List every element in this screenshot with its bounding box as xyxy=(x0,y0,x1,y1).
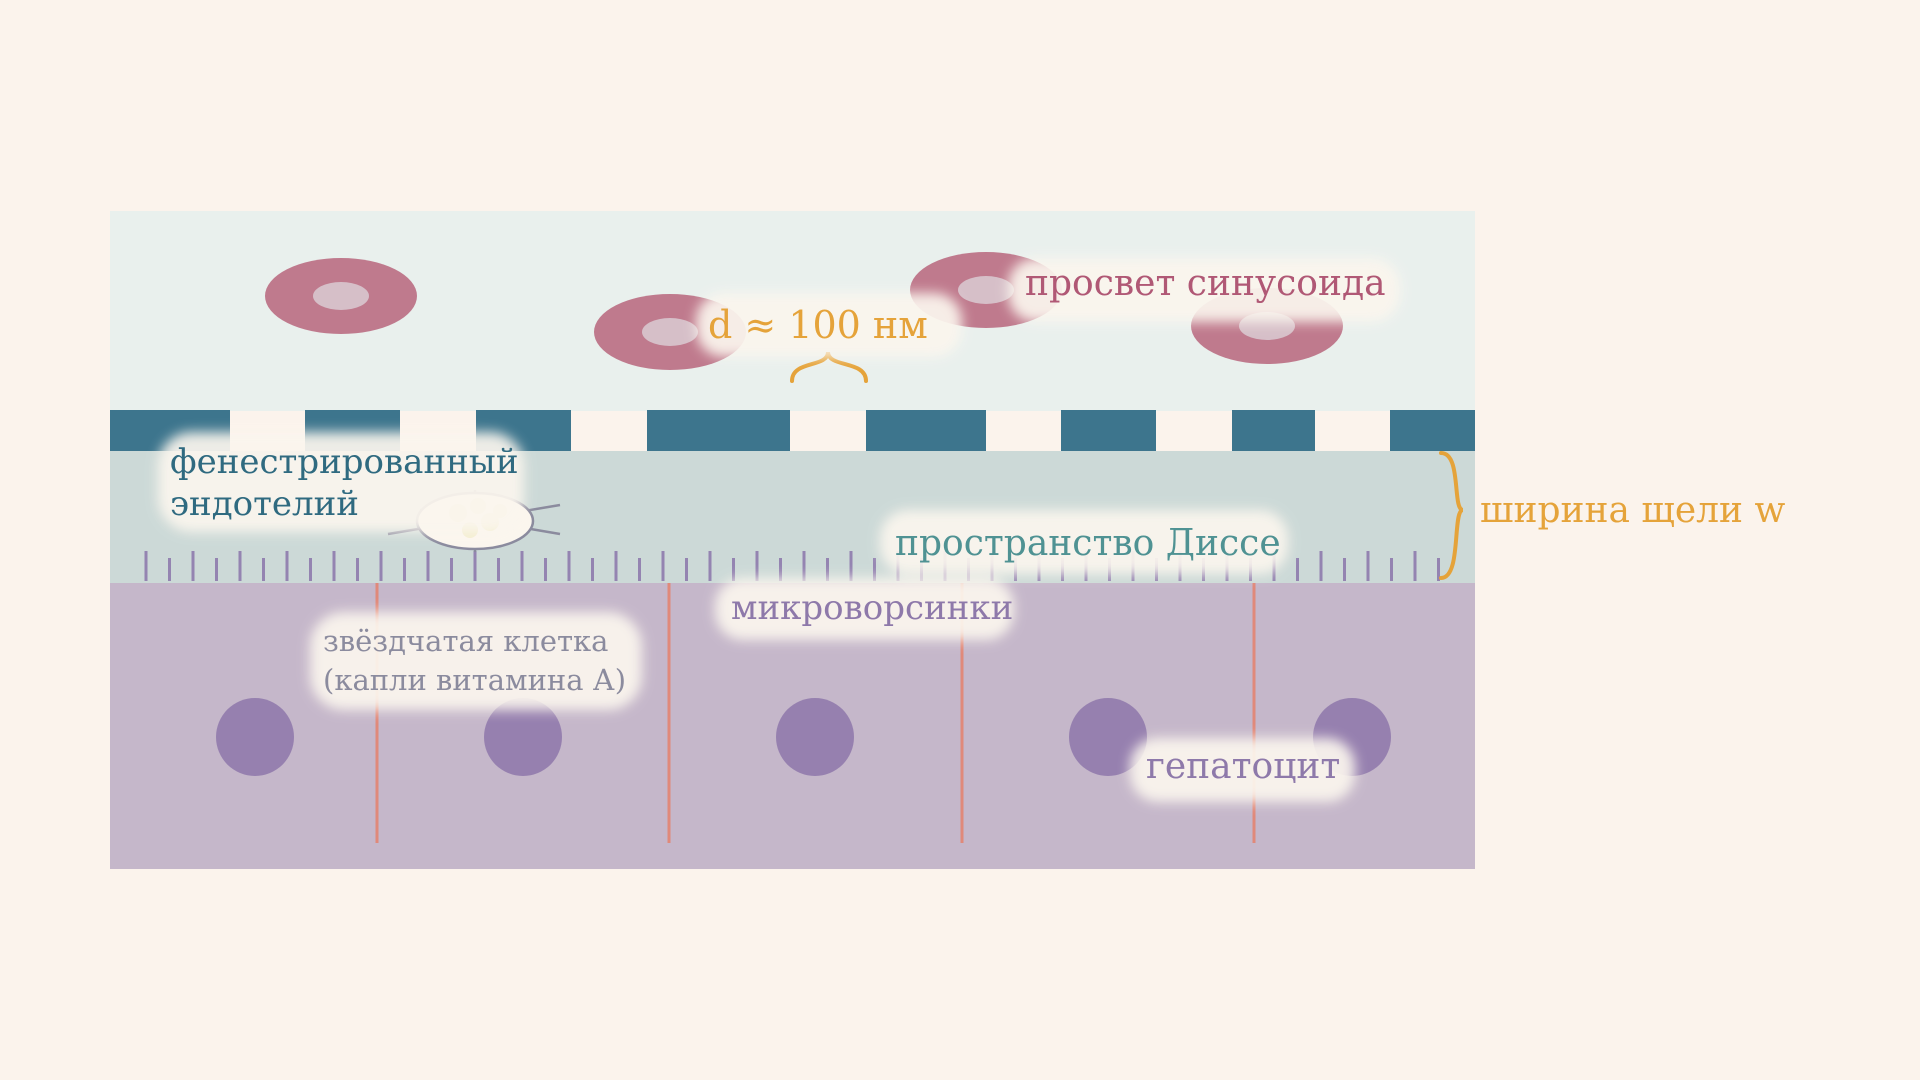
lumen-label: просвет синусоида xyxy=(1025,263,1386,304)
endothelium-label-line1: фенестрированный xyxy=(170,442,518,482)
hepatocyte-nuclei xyxy=(216,698,1391,776)
hepatocyte-nucleus xyxy=(216,698,294,776)
label-halos xyxy=(158,258,1400,802)
hepatocyte-label: гепатоцит xyxy=(1146,746,1340,787)
stellate-cell-label-line1: звёздчатая клетка xyxy=(323,624,608,658)
stellate-cell-label-line2: (капли витамина А) xyxy=(323,663,626,697)
gap-width-brace xyxy=(1439,451,1465,580)
hepatocyte-nucleus xyxy=(776,698,854,776)
microvilli xyxy=(144,551,1440,581)
disse-space-label: пространство Диссе xyxy=(895,523,1281,564)
gap-width-label: ширина щели w xyxy=(1480,490,1785,531)
hepatocyte-nucleus xyxy=(1069,698,1147,776)
hepatocyte-nucleus xyxy=(484,698,562,776)
microvilli-label: микроворсинки xyxy=(731,588,1013,628)
fenestra-size-label: d ≈ 100 нм xyxy=(708,303,928,347)
endothelium-label-line2: эндотелий xyxy=(170,484,359,524)
